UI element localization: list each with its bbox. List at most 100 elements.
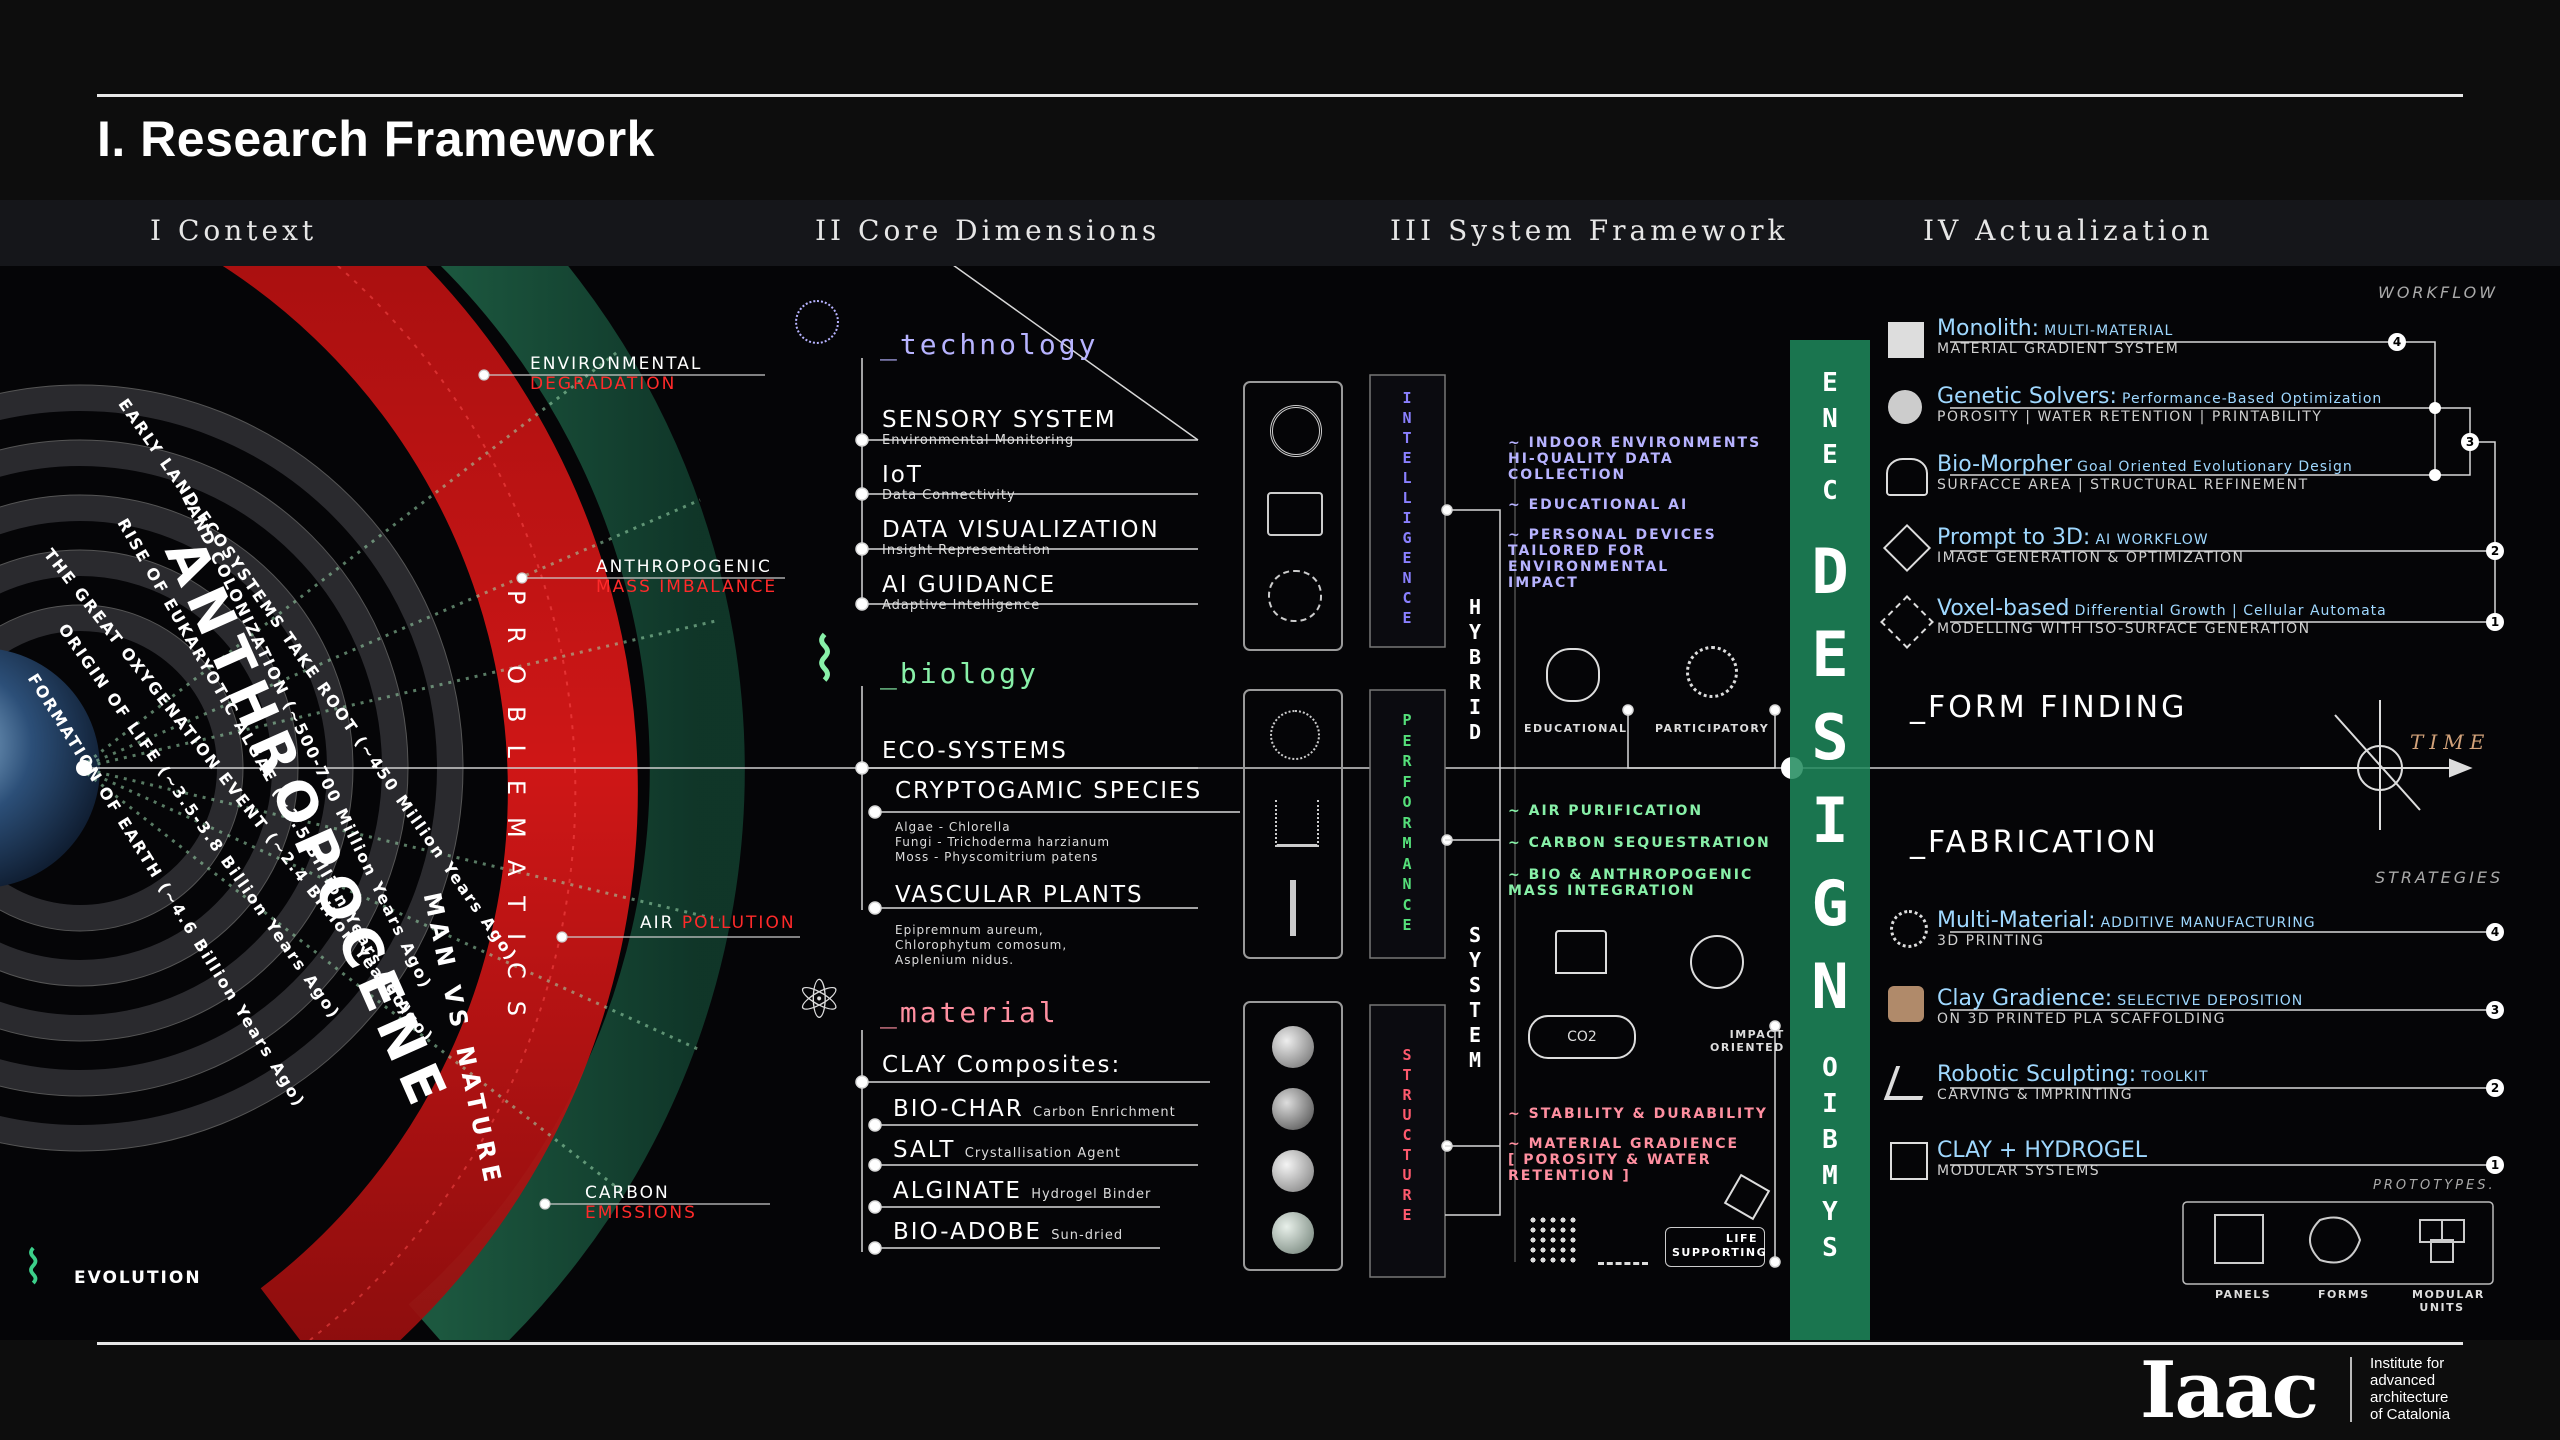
mat-item-1: SALT Crystallisation Agent — [893, 1137, 1121, 1163]
system-notes-bot: ~ STABILITY & DURABILITY ~ MATERIAL GRAD… — [1508, 1106, 1768, 1184]
green-arc-band — [408, 200, 745, 1340]
design-column — [1790, 340, 1870, 1340]
column-header-band: I Context II Core Dimensions III System … — [0, 200, 2560, 266]
red-arc-band — [206, 200, 638, 1340]
moss-icon — [1275, 800, 1319, 847]
iaac-logo: Iaac — [2140, 1345, 2319, 1436]
co2-icon: CO2 — [1528, 1015, 1636, 1059]
prototypes-box — [2182, 1201, 2494, 1285]
multi-material-icon — [1890, 910, 1928, 948]
time-label: TIME — [2410, 730, 2491, 754]
mat-item-0: BIO-CHAR Carbon Enrichment — [893, 1096, 1176, 1122]
mat-item-3: BIO-ADOBE Sun-dried — [893, 1219, 1124, 1245]
sensor-icon — [1270, 405, 1322, 457]
mat-item-2: ALGINATE Hydrogel Binder — [893, 1178, 1152, 1204]
framework-graphics: 4 3 2 1 4 3 2 1 — [0, 200, 2504, 1340]
clay-gradience-icon — [1888, 986, 1924, 1022]
page-title: I. Research Framework — [97, 111, 655, 167]
fab-num-4: 4 — [2491, 925, 2499, 939]
problematics-label: PROBLEMATICS — [502, 590, 530, 1039]
workflow-label: WORKFLOW — [2378, 283, 2499, 302]
prototypes-label: PROTOTYPES. — [2373, 1178, 2496, 1193]
technology-icon — [795, 300, 839, 344]
educational-label: EDUCATIONAL — [1524, 722, 1628, 735]
grid-pattern-icon — [1528, 1215, 1576, 1263]
brain-icon — [1268, 570, 1322, 622]
clay-sphere-icon — [1272, 1026, 1314, 1068]
educational-brain-icon — [1546, 648, 1600, 702]
proto-modular-label: MODULAR UNITS — [2412, 1288, 2485, 1314]
participatory-icon — [1686, 646, 1738, 698]
bottom-rule — [97, 1342, 2463, 1345]
workflow-item-4: Voxel-based Differential Growth | Cellul… — [1937, 596, 2387, 637]
vascular-plants: VASCULAR PLANTS — [895, 882, 1144, 908]
column-head-system: III System Framework — [1390, 214, 1789, 247]
evolution-label: EVOLUTION — [74, 1268, 202, 1288]
participatory-label: PARTICIPATORY — [1655, 722, 1770, 735]
workflow-item-2: Bio-Morpher Goal Oriented Evolutionary D… — [1937, 452, 2353, 493]
alginate-sphere-icon — [1272, 1212, 1314, 1254]
salt-sphere-icon — [1272, 1150, 1314, 1192]
monolith-icon — [1888, 322, 1924, 358]
workflow-num-1: 1 — [2491, 615, 2499, 629]
clay-hydrogel-icon — [1890, 1142, 1928, 1180]
proto-panels-label: PANELS — [2215, 1288, 2272, 1301]
ecosystem-icon — [1270, 710, 1320, 760]
fab-item-3: CLAY + HYDROGEL MODULAR SYSTEMS — [1937, 1138, 2148, 1179]
atom-icon: ⚛ — [795, 968, 844, 1031]
water-drops-icon — [1598, 1218, 1648, 1265]
fab-num-3: 3 — [2491, 1003, 2499, 1017]
eco-systems: ECO-SYSTEMS — [882, 738, 1068, 764]
biology-head: _biology — [880, 657, 1039, 690]
form-finding-label: _FORM FINDING — [1910, 690, 2188, 725]
purifier-icon — [1555, 930, 1607, 974]
earth-globe — [0, 649, 100, 887]
biochar-sphere-icon — [1272, 1088, 1314, 1130]
air-label: AIR POLLUTION — [640, 913, 796, 933]
workflow-num-4: 4 — [2393, 335, 2401, 349]
clay-composites: CLAY Composites: — [882, 1052, 1122, 1078]
column-head-core: II Core Dimensions — [815, 214, 1161, 247]
globe-brain-icon — [1690, 935, 1744, 989]
cryptogamic-species: CRYPTOGAMIC SPECIES — [895, 778, 1203, 804]
material-head: _material — [880, 996, 1059, 1029]
column-head-context: I Context — [150, 214, 318, 247]
fabrication-label: _FABRICATION — [1910, 825, 2159, 860]
vascular-sub: Epipremnum aureum,Chlorophytum comosum,A… — [895, 923, 1068, 967]
bio-morpher-icon — [1886, 458, 1928, 496]
dna-evolution-icon: ⌇ — [22, 1240, 45, 1294]
dashboard-icon — [1267, 492, 1323, 536]
strategies-label: STRATEGIES — [2375, 868, 2504, 887]
logo-divider — [2350, 1357, 2352, 1422]
workflow-num-3: 3 — [2466, 435, 2474, 449]
compass-icon — [2300, 700, 2473, 830]
plant-icon — [1290, 880, 1296, 936]
genetic-solver-icon — [1888, 390, 1922, 424]
workflow-item-1: Genetic Solvers: Performance-Based Optim… — [1937, 384, 2383, 425]
top-rule — [97, 94, 2463, 97]
column-head-actual: IV Actualization — [1923, 214, 2214, 247]
system-notes-mid: ~ AIR PURIFICATION ~ CARBON SEQUESTRATIO… — [1508, 803, 1771, 899]
